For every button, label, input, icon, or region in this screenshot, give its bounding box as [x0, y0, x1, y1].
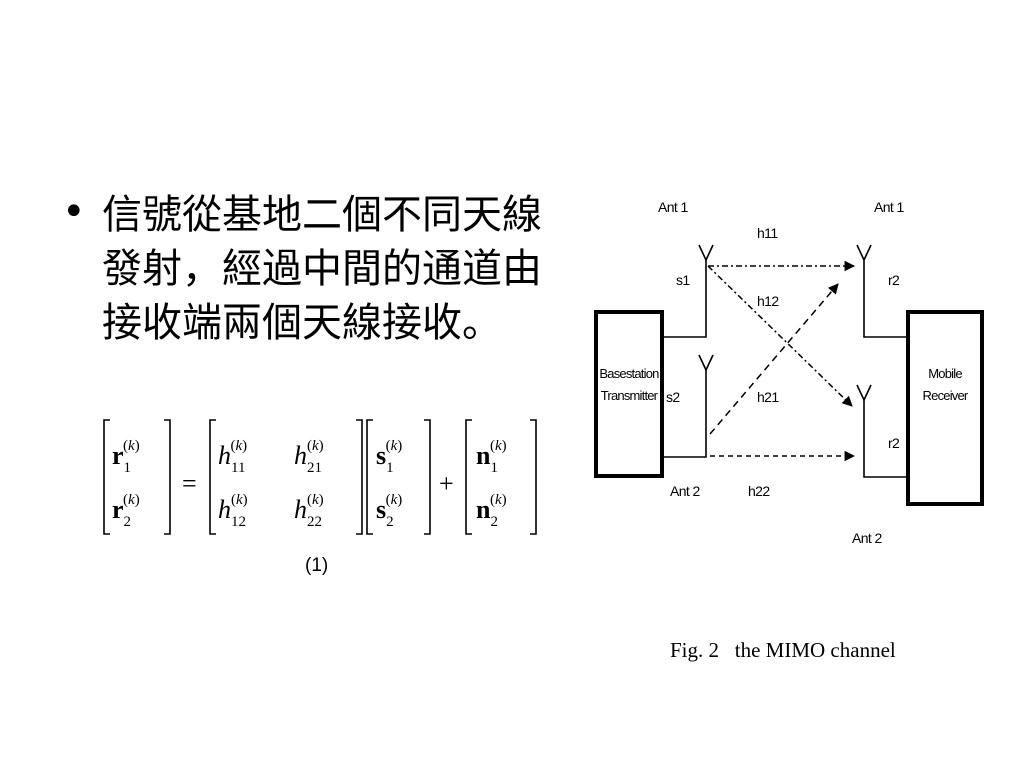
bracket-lines: [103, 419, 537, 535]
h11-entry: h11(k): [218, 438, 247, 476]
rx-ant1-label: Ant 1: [874, 199, 905, 215]
s1-entry: s1(k): [376, 438, 402, 476]
transmitter-label-line1: Basestation: [599, 366, 659, 381]
r1-entry: r1(k): [112, 438, 140, 476]
s2-entry: s2(k): [376, 492, 402, 530]
h21-path: [709, 283, 839, 435]
h11-label: h11: [757, 225, 778, 241]
receiver-label-line1: Mobile: [928, 366, 962, 381]
plus-sign: +: [439, 469, 454, 498]
receiver-label-line2: Receiver: [923, 388, 969, 403]
rx-ant2-label: Ant 2: [852, 530, 883, 546]
h21-entry: h21(k): [294, 438, 324, 476]
s-right-bracket: [424, 419, 431, 535]
n1-entry: n1(k): [476, 438, 507, 476]
tx-antenna-1-icon: [662, 244, 714, 338]
equals-sign: =: [182, 469, 197, 498]
figure-caption: Fig. 2 the MIMO channel: [670, 638, 896, 662]
h12-path: [707, 265, 853, 407]
h-left-bracket: [209, 419, 216, 535]
s2-label: s2: [666, 389, 680, 405]
rx-antenna-1-icon: [856, 244, 908, 338]
tx-antenna-2-icon: [662, 354, 714, 458]
rx-antenna-2-icon: [856, 384, 908, 478]
bullet-text: 信號從基地二個不同天線發射，經過中間的通道由接收端兩個天線接收。: [102, 192, 542, 346]
transmitter-box: [594, 310, 664, 478]
h21-label: h21: [757, 389, 779, 405]
r-bottom-label: r2: [888, 435, 900, 451]
h22-entry: h22(k): [294, 492, 324, 530]
n2-entry: n2(k): [476, 492, 507, 530]
mimo-channel-diagram: Basestation Transmitter Mobile Receiver: [594, 199, 984, 662]
r-left-bracket: [103, 419, 110, 535]
r2-entry: r2(k): [112, 492, 140, 530]
receiver-box: [906, 310, 984, 506]
equation-number: (1): [305, 555, 329, 576]
mimo-equation: r1(k) r2(k) = h11(k) h21(k) h12(k) h22(k…: [103, 419, 537, 535]
r-top-label: r2: [888, 272, 900, 288]
s-left-bracket: [366, 419, 373, 535]
r-right-bracket: [164, 419, 171, 535]
h22-label: h22: [748, 483, 770, 499]
n-right-bracket: [530, 419, 537, 535]
n-left-bracket: [465, 419, 472, 535]
tx-ant2-label: Ant 2: [670, 483, 701, 499]
transmitter-label-line2: Transmitter: [601, 388, 659, 403]
h-right-bracket: [356, 419, 363, 535]
s1-label: s1: [676, 272, 690, 288]
tx-ant1-label: Ant 1: [658, 199, 689, 215]
h12-entry: h12(k): [218, 492, 248, 530]
h12-label: h12: [757, 293, 779, 309]
bullet-point: •: [62, 189, 86, 235]
